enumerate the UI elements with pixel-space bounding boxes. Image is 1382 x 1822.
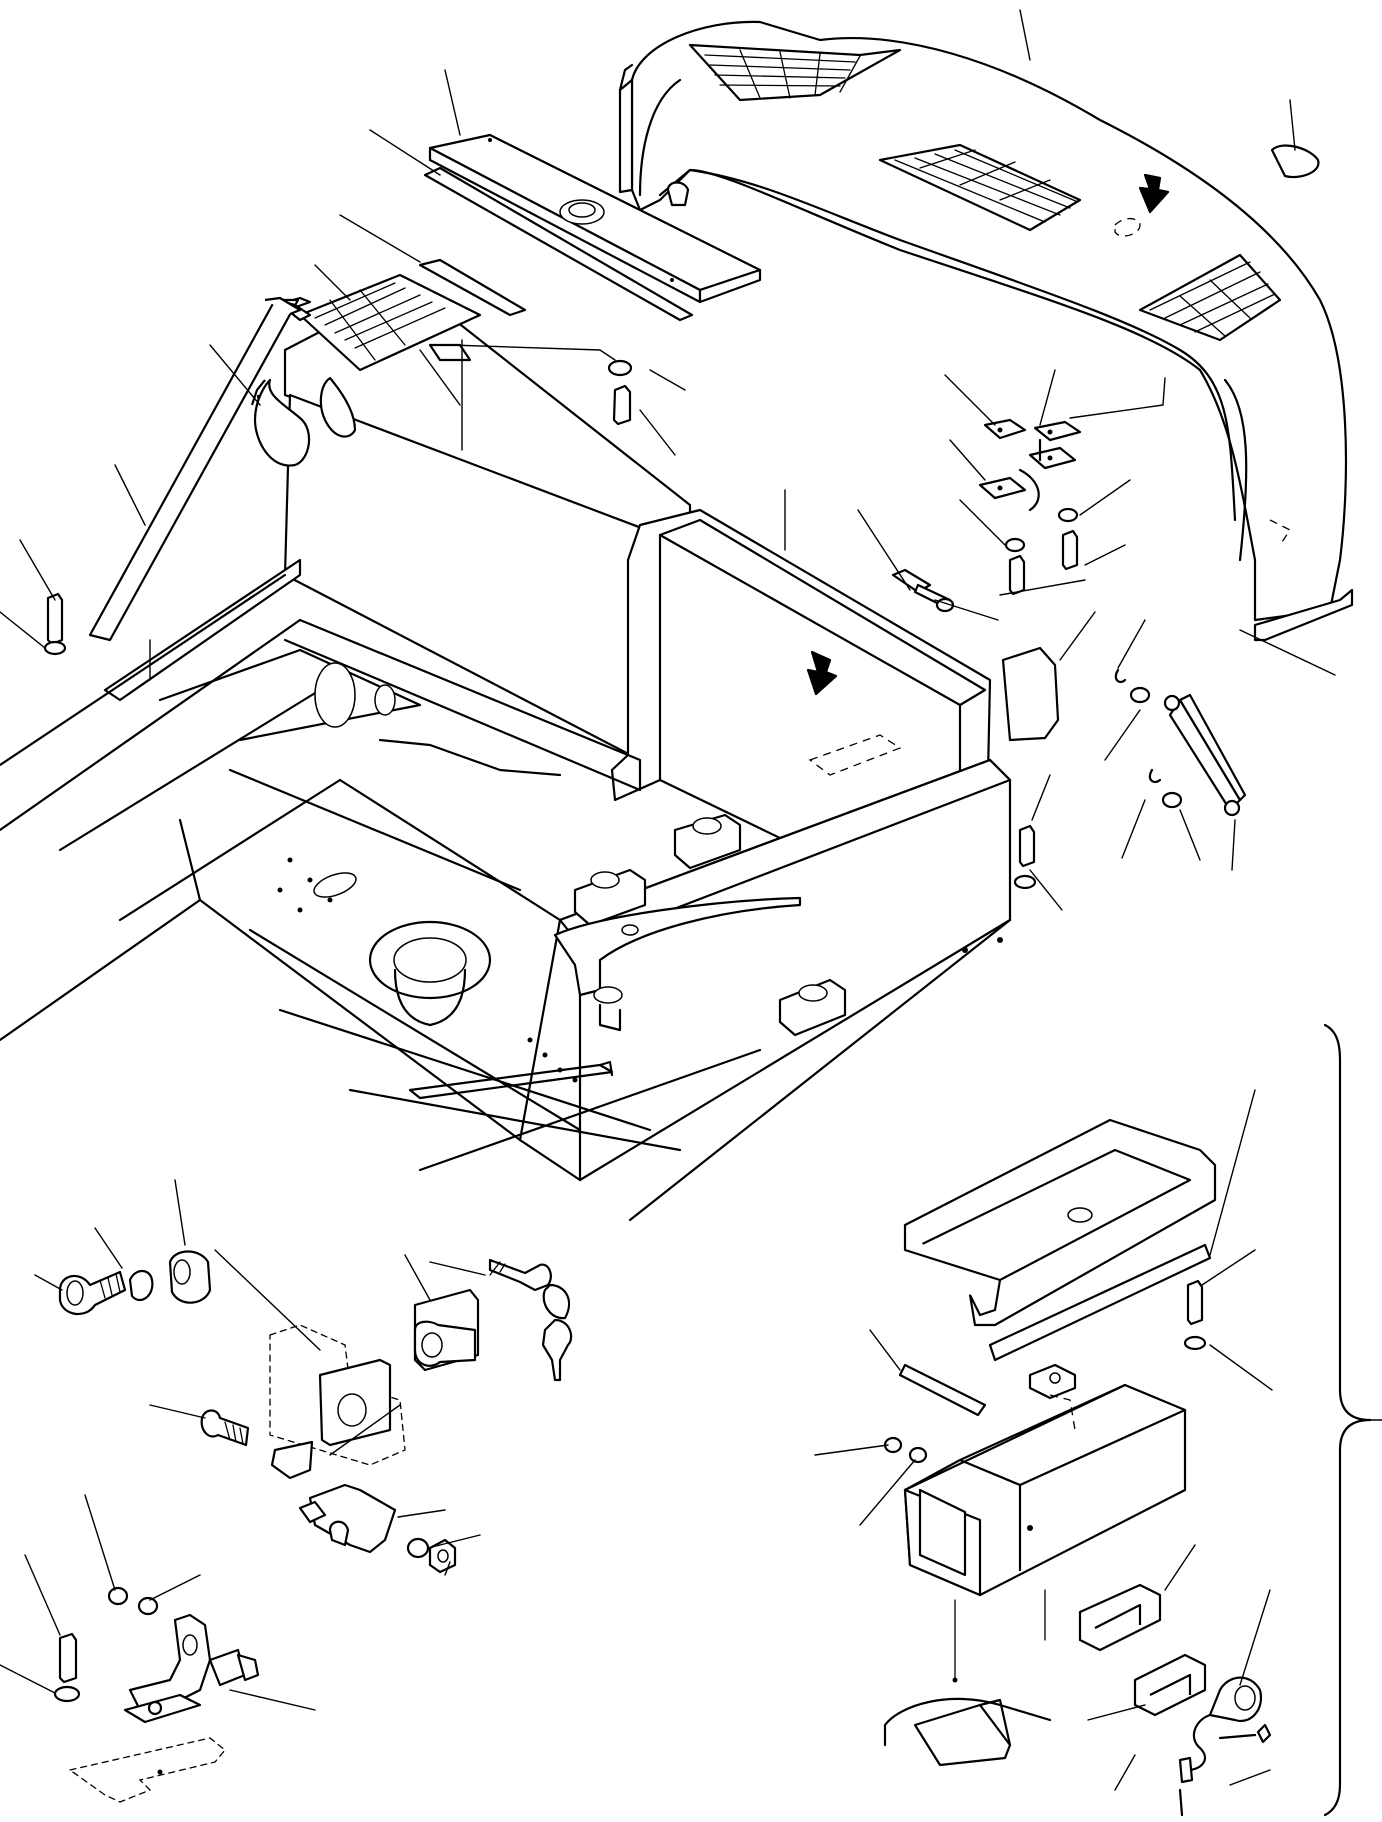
seal-strip-rear — [1253, 588, 1354, 642]
strut-washer-lower — [1161, 791, 1183, 809]
box-detail — [814, 1023, 1382, 1817]
frame-oval-slot — [313, 872, 357, 898]
bolt-left — [43, 592, 67, 656]
hood-stud — [666, 181, 690, 207]
bolt-panel-foot — [1013, 824, 1037, 890]
arrow-marker-hood — [1138, 173, 1170, 214]
grille-rear-right — [1138, 253, 1282, 342]
grille-rear-center — [878, 143, 1082, 232]
lock-washer — [128, 1269, 154, 1302]
box-lid — [903, 1118, 1217, 1327]
lid-seal — [988, 1243, 1212, 1362]
box-bolt-washer — [1183, 1335, 1207, 1351]
cross-member — [553, 896, 802, 997]
chassis-frame — [0, 573, 1012, 1222]
foam-strip — [898, 1363, 987, 1417]
bolt-hinge-a — [1004, 537, 1026, 596]
striker-nut-b — [137, 1596, 159, 1616]
grommet-left — [253, 378, 311, 467]
lock-detail — [0, 1179, 573, 1803]
rear-panel-box — [283, 273, 692, 762]
rubber-strip-under-plate — [423, 166, 694, 322]
mount-pad-2 — [573, 868, 647, 927]
grille-rear-left — [688, 43, 902, 102]
arrow-marker-panel — [806, 650, 838, 696]
box-bolt — [1186, 1279, 1204, 1326]
box-mount-base — [913, 1703, 1012, 1767]
latch-washer — [406, 1537, 430, 1559]
mount-pad-3 — [778, 978, 847, 1037]
striker-nut-a — [107, 1586, 129, 1606]
latch-pin — [200, 1409, 250, 1447]
top-cover-plate — [428, 133, 762, 304]
mount-pad-1 — [673, 813, 742, 870]
hinge-assembly — [978, 418, 1082, 512]
key-bow — [542, 1283, 571, 1320]
bolt-horizontal — [891, 568, 955, 613]
bolt-hinge-b — [1057, 507, 1079, 571]
bolt-top-plate — [607, 359, 633, 426]
striker-bracket — [128, 1613, 212, 1712]
grommet-right — [319, 376, 357, 438]
gas-strut — [1114, 668, 1247, 817]
long-rod-left — [88, 298, 300, 642]
box-washer — [908, 1446, 928, 1464]
latch-clip — [270, 1440, 314, 1480]
connector — [1178, 1756, 1194, 1784]
rubber-strip-short — [418, 258, 527, 317]
key-1 — [488, 1258, 552, 1292]
strut-washer-upper — [1129, 686, 1151, 704]
frame-oval-hole-upper — [314, 662, 356, 728]
group-bracket — [1323, 1023, 1372, 1817]
latch-body — [308, 1483, 397, 1554]
key-2 — [541, 1318, 573, 1382]
support-bracket — [1001, 646, 1060, 742]
striker-bolt — [58, 1632, 78, 1684]
rear-hood-cover — [618, 20, 1354, 642]
rubber-cap — [1270, 144, 1320, 179]
leader-lines-upper — [0, 9, 1336, 911]
